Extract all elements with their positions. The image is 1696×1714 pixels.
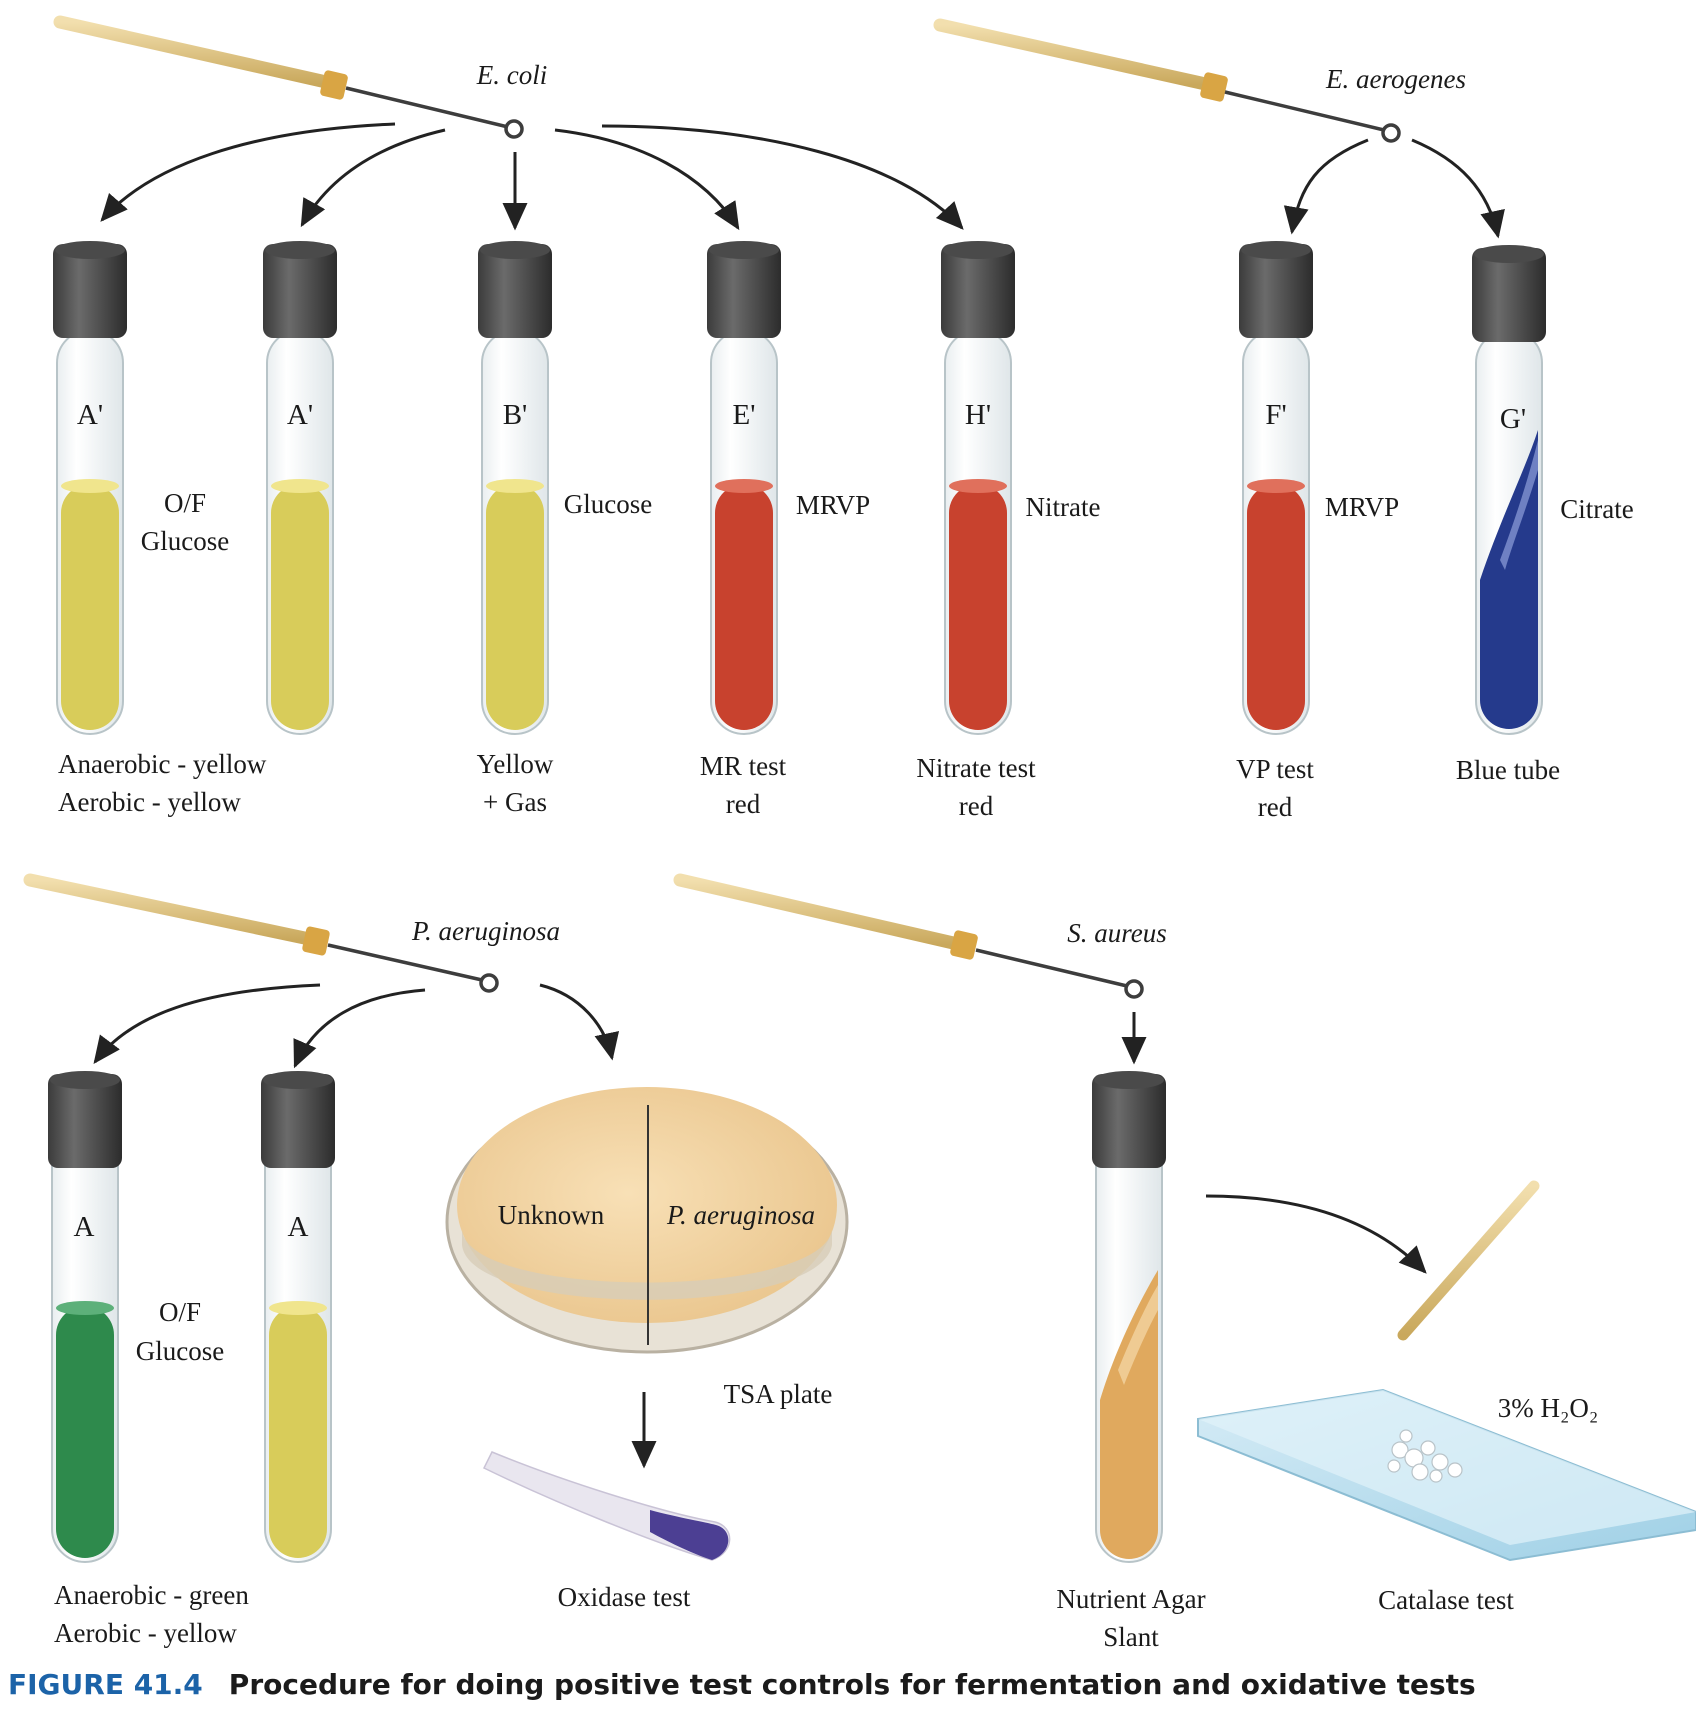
tube-cap bbox=[707, 244, 781, 338]
inoculation-arrows-paeruginosa bbox=[93, 983, 620, 1069]
tube-cap bbox=[48, 1074, 122, 1168]
tube-id-label: G' bbox=[1500, 403, 1526, 435]
oxidase-swab bbox=[482, 1451, 731, 1561]
tube-medium-label: Citrate bbox=[1560, 494, 1633, 524]
tube-medium-label: Glucose bbox=[564, 489, 652, 519]
tube-result-label: Anaerobic - yellow bbox=[58, 749, 267, 779]
figure-caption: FIGURE 41.4 Procedure for doing positive … bbox=[0, 1668, 1696, 1714]
tsa-plate bbox=[445, 1087, 849, 1354]
tube-cap bbox=[263, 244, 337, 338]
nutrient-agar-slant-tube bbox=[1092, 1071, 1166, 1563]
glass-slide bbox=[1197, 1388, 1696, 1562]
catalase-test-label: Catalase test bbox=[1378, 1585, 1514, 1615]
test-tube-f-prime bbox=[1239, 241, 1313, 735]
inoculation-arrows-ecoli bbox=[100, 122, 964, 231]
figure-number: FIGURE 41.4 bbox=[8, 1668, 203, 1701]
tube-result-label: Yellow bbox=[477, 749, 554, 779]
tube-medium bbox=[1247, 484, 1305, 730]
tube-cap bbox=[261, 1074, 335, 1168]
catalase-bubbles bbox=[1387, 1429, 1463, 1483]
organism-label-ecoli: E. coli bbox=[476, 60, 547, 90]
tube-id-label: B' bbox=[503, 399, 528, 431]
tube-medium bbox=[269, 1306, 327, 1558]
tube-medium bbox=[486, 484, 544, 730]
tube-medium-label: Glucose bbox=[136, 1336, 224, 1366]
test-tube-a-1 bbox=[48, 1071, 122, 1563]
tube-id-label: A' bbox=[77, 399, 103, 431]
tube-id-label: F' bbox=[1265, 399, 1286, 431]
plate-name-label: TSA plate bbox=[724, 1379, 833, 1409]
tube-cap bbox=[1239, 244, 1313, 338]
figure-caption-text: Procedure for doing positive test contro… bbox=[228, 1668, 1476, 1701]
tube-result-label: + Gas bbox=[483, 787, 547, 817]
tube-cap bbox=[53, 244, 127, 338]
tube-result-label: Blue tube bbox=[1456, 755, 1560, 785]
tube-medium-label: O/F bbox=[164, 488, 206, 518]
tube-medium bbox=[271, 484, 329, 730]
test-tube-g-prime bbox=[1472, 245, 1546, 735]
slant-to-catalase-arrow bbox=[1205, 1194, 1427, 1274]
tube-cap bbox=[941, 244, 1015, 338]
tube-medium bbox=[715, 484, 773, 730]
tube-id-label: E' bbox=[733, 399, 756, 431]
test-tube-e-prime bbox=[707, 241, 781, 735]
tube-medium-label: MRVP bbox=[796, 490, 870, 520]
tube-medium bbox=[1100, 1270, 1158, 1559]
tube-cap bbox=[1472, 248, 1546, 342]
tube-id-label: A bbox=[74, 1211, 95, 1243]
inoculating-loop-saureus bbox=[673, 873, 1144, 999]
inoculating-loop-paeruginosa bbox=[23, 873, 499, 993]
oxidase-test-label: Oxidase test bbox=[558, 1582, 691, 1612]
tube-medium bbox=[56, 1306, 114, 1558]
plate-right-label: P. aeruginosa bbox=[666, 1200, 815, 1230]
test-tube-a-prime-2 bbox=[263, 241, 337, 735]
tube-medium-label: O/F bbox=[159, 1297, 201, 1327]
tube-result-label: red bbox=[726, 789, 761, 819]
slant-label: Nutrient Agar bbox=[1056, 1584, 1205, 1614]
catalase-reagent-label: 3% H₂O₂ bbox=[1498, 1393, 1599, 1423]
tube-result-label: red bbox=[959, 791, 994, 821]
tube-medium bbox=[61, 484, 119, 730]
slant-label: Slant bbox=[1103, 1622, 1159, 1652]
tube-result-label: VP test bbox=[1236, 754, 1314, 784]
tube-medium bbox=[949, 484, 1007, 730]
tube-result-label: red bbox=[1258, 792, 1293, 822]
organism-label-paeruginosa: P. aeruginosa bbox=[411, 916, 560, 946]
tube-result-label: Aerobic - yellow bbox=[58, 787, 241, 817]
tube-result-label: MR test bbox=[700, 751, 787, 781]
test-tube-h-prime bbox=[941, 241, 1015, 735]
test-tube-b-prime bbox=[478, 241, 552, 735]
test-tube-a-2 bbox=[261, 1071, 335, 1563]
plate-left-label: Unknown bbox=[498, 1200, 605, 1230]
tube-medium-label: MRVP bbox=[1325, 492, 1399, 522]
tube-result-label: Aerobic - yellow bbox=[54, 1618, 237, 1648]
tube-id-label: A bbox=[288, 1211, 309, 1243]
test-tube-a-prime-1 bbox=[53, 241, 127, 735]
tube-cap bbox=[478, 244, 552, 338]
tube-cap bbox=[1092, 1074, 1166, 1168]
organism-label-eaerogenes: E. aerogenes bbox=[1325, 64, 1466, 94]
organism-label-saureus: S. aureus bbox=[1067, 918, 1167, 948]
inoculating-loop-ecoli bbox=[53, 15, 524, 139]
h2o2-dropper-icon bbox=[1397, 1180, 1540, 1341]
tube-medium-label: Nitrate bbox=[1026, 492, 1101, 522]
inoculation-arrows-eaerogenes bbox=[1283, 138, 1505, 239]
tube-id-label: A' bbox=[287, 399, 313, 431]
tube-id-label: H' bbox=[965, 399, 991, 431]
tube-medium-label: Glucose bbox=[141, 526, 229, 556]
tube-result-label: Nitrate test bbox=[916, 753, 1036, 783]
inoculating-loop-eaerogenes bbox=[933, 18, 1401, 143]
tube-result-label: Anaerobic - green bbox=[54, 1580, 249, 1610]
